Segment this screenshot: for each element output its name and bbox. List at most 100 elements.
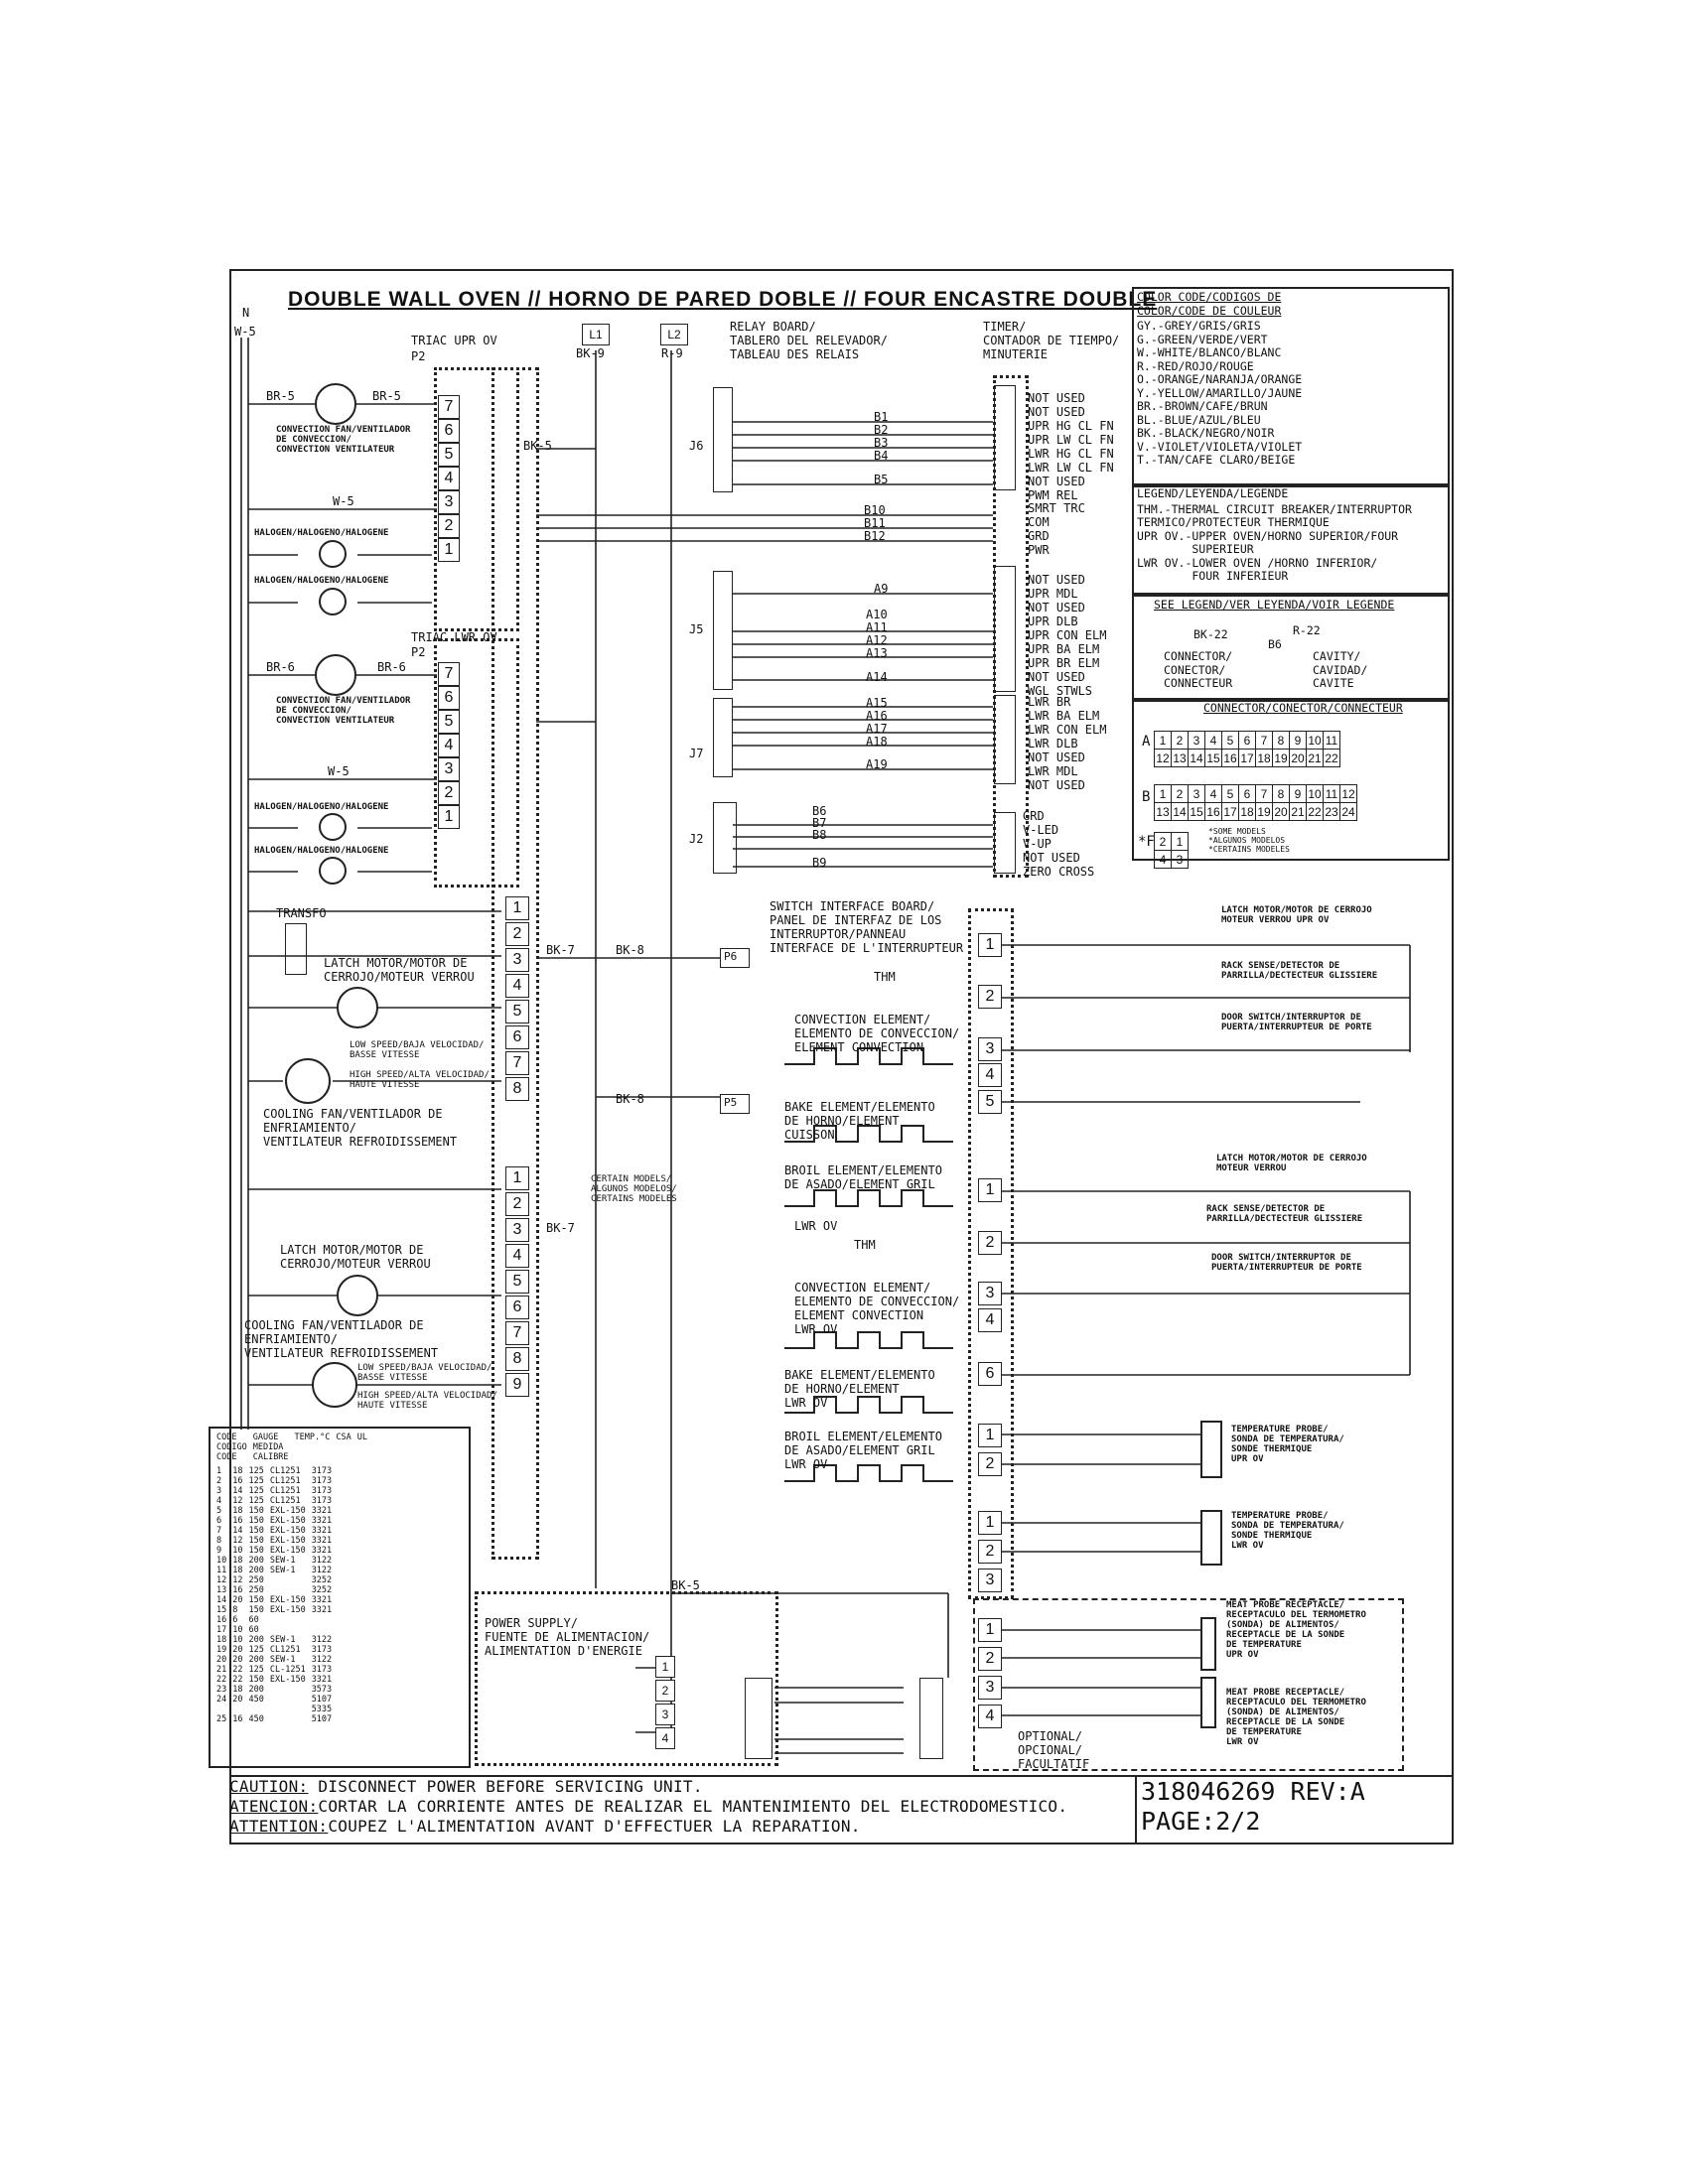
gauge-cell: [232, 1705, 248, 1714]
pin: 2: [655, 1680, 675, 1702]
color-item: O.-ORANGE/NARANJA/ORANGE: [1137, 372, 1303, 386]
color-item: BK.-BLACK/NEGRO/NOIR: [1137, 426, 1275, 440]
pin: 1: [505, 896, 529, 920]
gauge-cell: 3573: [311, 1685, 333, 1695]
wire-w5-upr: W-5: [333, 494, 354, 508]
relay-signal-b12: B12: [864, 529, 886, 543]
pin: 1: [978, 1424, 1002, 1447]
gauge-cell: 3321: [311, 1526, 333, 1536]
pin: 4: [655, 1727, 675, 1749]
j7-connector: [713, 698, 733, 777]
gauge-cell: EXL-150: [269, 1516, 306, 1526]
gauge-cell: 12: [232, 1496, 243, 1506]
connector-a-label: A: [1142, 734, 1151, 750]
j6-connector: [713, 387, 733, 492]
pin: 3: [978, 1282, 1002, 1305]
bk9-label: BK-9: [576, 346, 605, 360]
pin: 6: [438, 686, 460, 710]
example-r: R-22: [1293, 623, 1321, 637]
pin: 5: [438, 443, 460, 467]
pin: 7: [438, 662, 460, 686]
relay-conn-j6: J6: [689, 439, 704, 453]
legend-example-box: SEE LEGEND/VER LEYENDA/VOIR LEGENDE BK-2…: [1132, 593, 1450, 702]
upper-left-harness: [434, 367, 519, 631]
pin: 3: [978, 1569, 1002, 1592]
relay-board-label2: TABLERO DEL RELEVADOR/: [730, 334, 888, 347]
gauge-cell: 60: [248, 1625, 259, 1635]
pin: 7: [438, 395, 460, 419]
legend-item: FOUR INFERIEUR: [1137, 569, 1289, 583]
relay-signal-a15: A15: [866, 696, 888, 710]
gauge-cell: 10: [216, 1556, 227, 1566]
low-speed-upr: LOW SPEED/BAJA VELOCIDAD/BASSE VITESSE: [350, 1040, 485, 1060]
color-code-title: COLOR CODE/CODIGOS DE COLOR/CODE DE COUL…: [1137, 290, 1282, 318]
relay-signal-a12: A12: [866, 633, 888, 647]
gauge-cell: 3321: [311, 1506, 333, 1516]
gauge-cell: 3173: [311, 1476, 333, 1486]
gauge-cell: 18: [232, 1566, 243, 1575]
gauge-cell: 450: [248, 1695, 264, 1705]
relay-signal-b1: B1: [874, 410, 889, 424]
gauge-cell: [249, 1705, 270, 1714]
pin: 3: [438, 757, 460, 781]
wire-bk5-bot: BK-5: [671, 1578, 700, 1592]
legend-item: LWR OV.-LOWER OVEN /HORNO INFERIOR/: [1137, 555, 1378, 570]
gauge-cell: 3173: [311, 1466, 333, 1476]
gauge-cell: 250: [248, 1575, 264, 1585]
gauge-cell: CL1251: [269, 1486, 301, 1496]
p2-lwr-label: P2: [411, 645, 426, 659]
gauge-cell: EXL-150: [269, 1595, 306, 1605]
gauge-cell: [312, 1615, 338, 1625]
w5-label: W-5: [234, 325, 256, 339]
pin: 3: [978, 1037, 1002, 1061]
relay-signal-b9: B9: [812, 856, 827, 870]
color-item: V.-VIOLET/VIOLETA/VIOLET: [1137, 439, 1303, 454]
gauge-cell: 200: [248, 1556, 264, 1566]
gauge-cell: 125: [248, 1466, 264, 1476]
gauge-cell: 18: [232, 1466, 243, 1476]
gauge-cell: 3252: [311, 1575, 333, 1585]
pin: 4: [505, 1244, 529, 1268]
pin: 6: [505, 1025, 529, 1049]
gauge-cell: 3122: [311, 1566, 333, 1575]
gauge-cell: [312, 1625, 338, 1635]
pin: 4: [505, 974, 529, 998]
switch-board-label: SWITCH INTERFACE BOARD/PANEL DE INTERFAZ…: [770, 899, 964, 955]
wire-br6-b: BR-6: [377, 660, 406, 674]
transfo-label: TRANSFO: [276, 906, 327, 920]
gauge-cell: 25: [216, 1714, 227, 1724]
timer-label: TIMER/: [983, 320, 1027, 334]
p11-connector: [994, 695, 1016, 784]
relay-signal-a9: A9: [874, 582, 889, 596]
relay-signal-a10: A10: [866, 608, 888, 621]
gauge-cell: 16: [216, 1615, 227, 1625]
lwr-ov-a: LWR OV: [794, 1219, 838, 1233]
gauge-cell: 5107: [311, 1695, 333, 1705]
gauge-cell: 200: [248, 1685, 264, 1695]
pin: 3: [505, 948, 529, 972]
l1-terminal: L1: [582, 324, 610, 345]
gauge-cell: 20: [232, 1595, 243, 1605]
gauge-cell: 20: [216, 1655, 227, 1665]
pin: 1: [438, 805, 460, 829]
gauge-cell: EXL-150: [269, 1546, 306, 1556]
relay-signal-b4: B4: [874, 449, 889, 463]
gauge-cell: EXL-150: [269, 1605, 306, 1615]
pin: 1: [978, 933, 1002, 957]
relay-signal-b5: B5: [874, 473, 889, 486]
atencion-line: ATENCION:CORTAR LA CORRIENTE ANTES DE RE…: [229, 1797, 1068, 1816]
gauge-cell: 22: [232, 1675, 243, 1685]
gauge-cell: 5335: [311, 1705, 333, 1714]
meat-probe-upr: MEAT PROBE RECEPTACLE/RECEPTACULO DEL TE…: [1226, 1600, 1366, 1660]
